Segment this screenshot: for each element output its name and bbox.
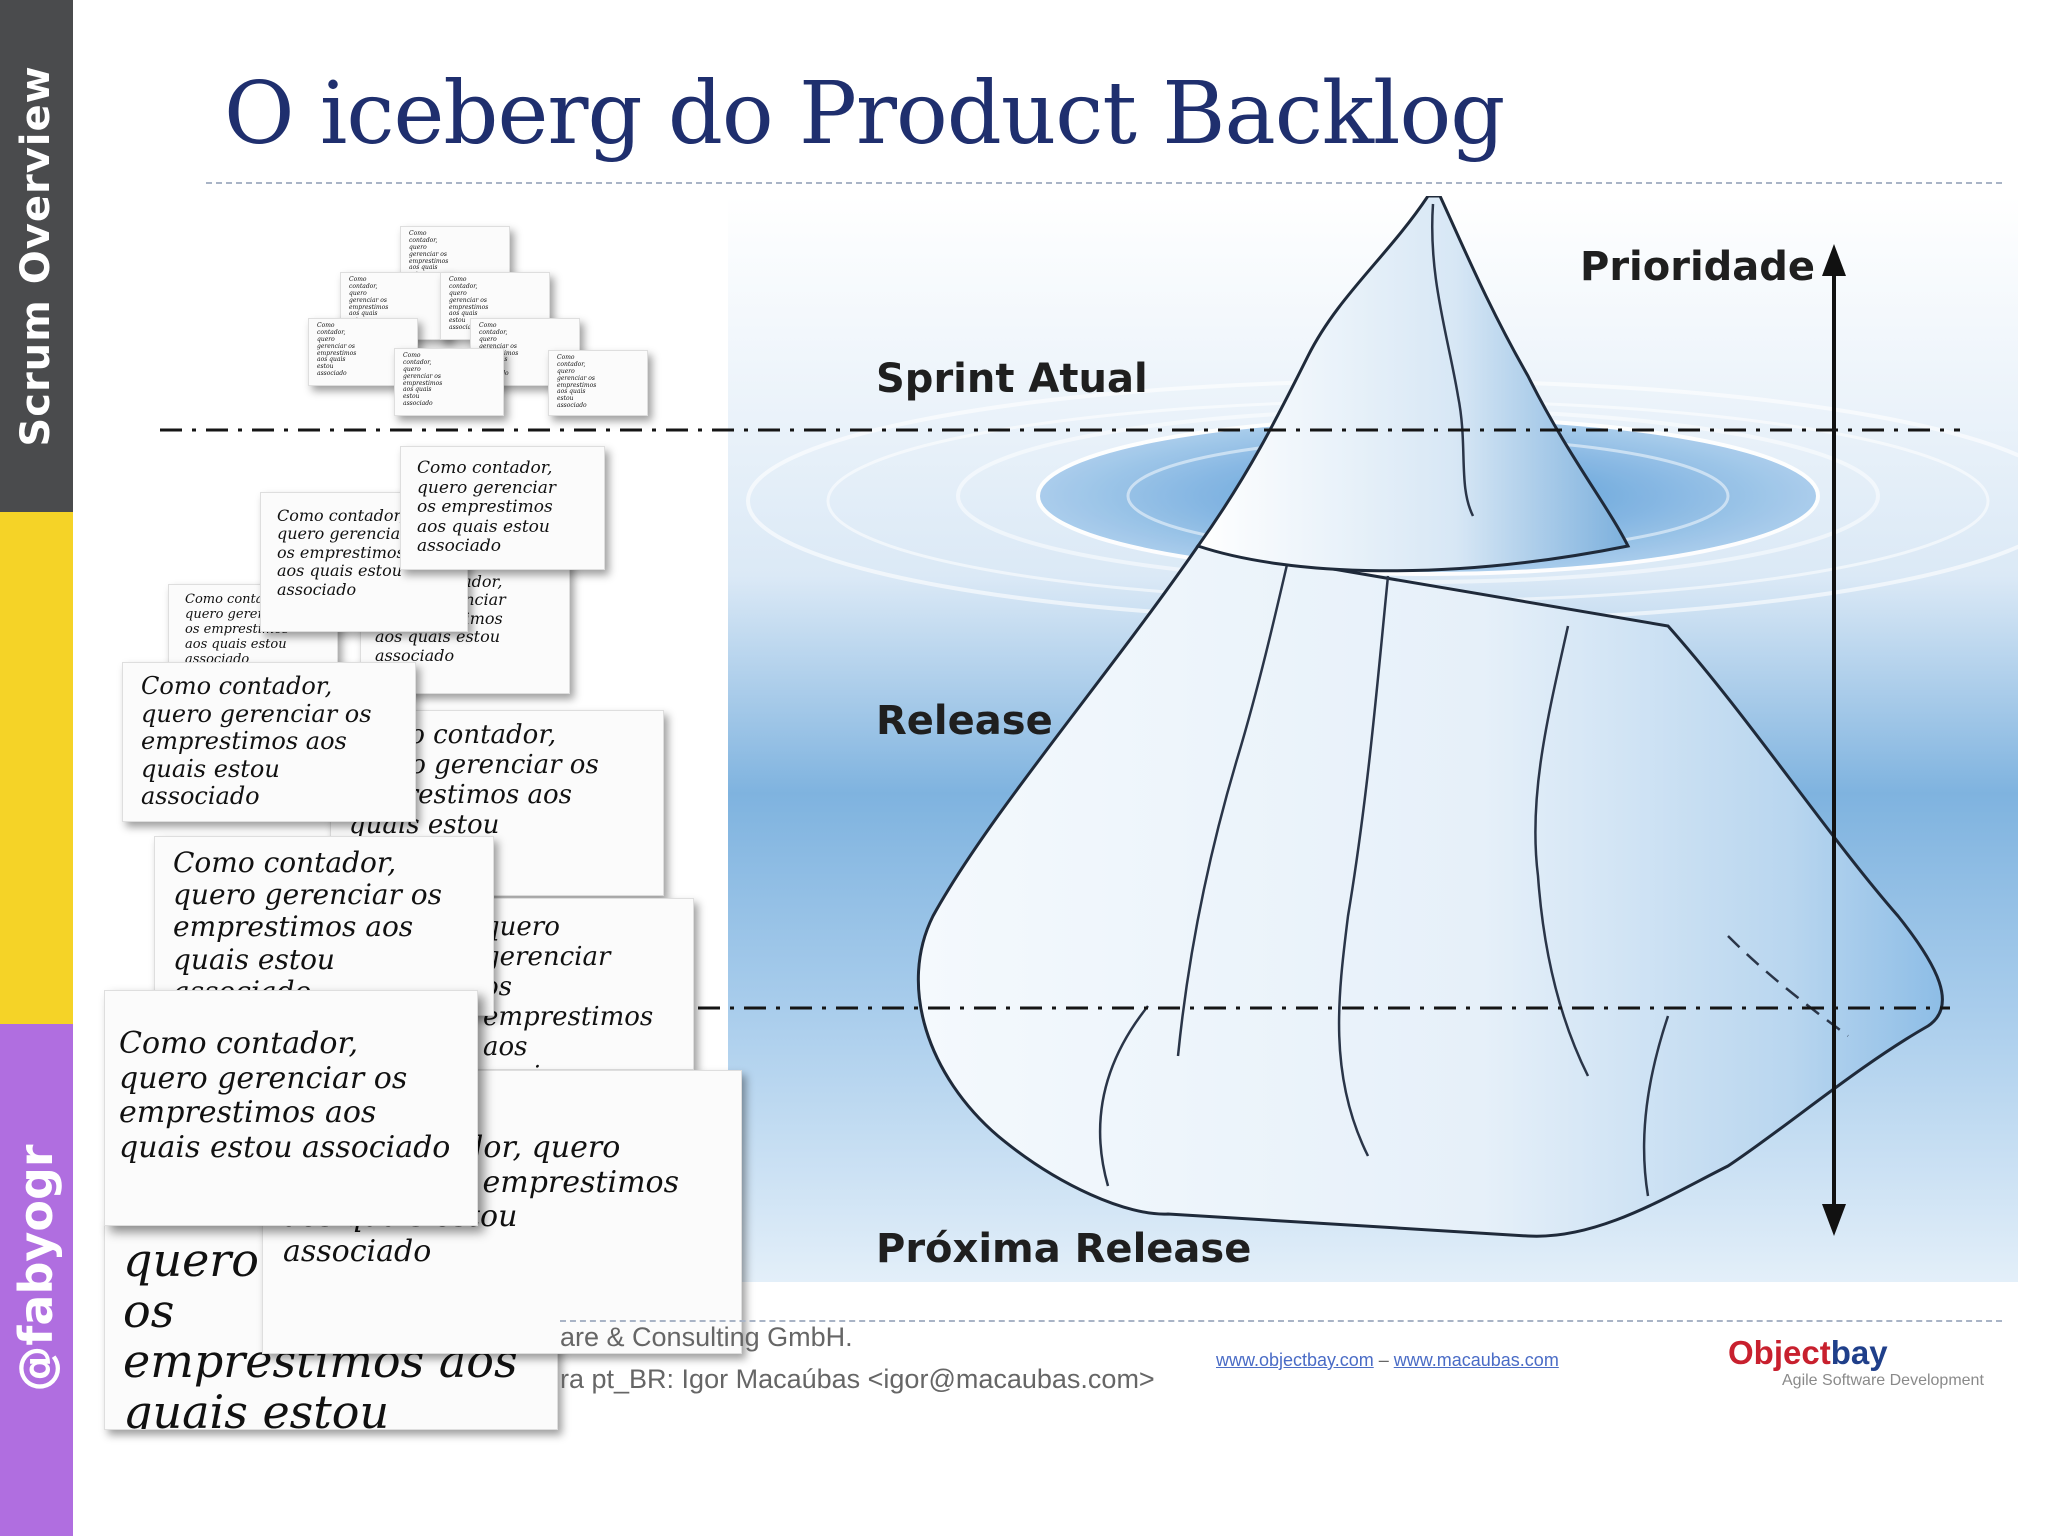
story-card-text: Como contador, quero gerenciar os empres… bbox=[449, 276, 489, 332]
footer-divider bbox=[560, 1320, 2002, 1322]
release-label: Release bbox=[876, 698, 1053, 744]
story-card: Como contador, quero gerenciar os empres… bbox=[154, 836, 494, 1016]
story-card-text: Como contador, quero gerenciar os empres… bbox=[403, 352, 443, 408]
sprint-boundary-line bbox=[160, 428, 1960, 432]
side-top-label: Scrum Overview bbox=[13, 65, 59, 447]
priority-label: Prioridade bbox=[1580, 244, 1816, 290]
objectbay-logo: Objectbay Agile Software Development bbox=[1728, 1334, 1984, 1390]
story-card-text: Como contador, quero gerenciar os empres… bbox=[317, 322, 357, 378]
story-card-text: Como contador, quero gerenciar os empres… bbox=[141, 672, 372, 811]
side-bar-yellow-segment bbox=[0, 512, 73, 1024]
story-card-text: Como contador, quero gerenciar os empres… bbox=[119, 1026, 451, 1165]
story-card-text: quero gerenciar os emprestimos aos quais… bbox=[483, 912, 654, 1069]
sprint-label: Sprint Atual bbox=[876, 356, 1148, 402]
footer-links: www.objectbay.com – www.macaubas.com bbox=[1216, 1350, 1559, 1371]
side-bar-gray-segment bbox=[0, 0, 73, 512]
story-card: Como contador, quero gerenciar os empres… bbox=[104, 990, 478, 1226]
slide-title: O iceberg do Product Backlog bbox=[224, 64, 1505, 164]
side-bar-purple-segment bbox=[0, 1024, 73, 1536]
story-card: Como contador, quero gerenciar os empres… bbox=[394, 348, 504, 416]
logo-part-object: Object bbox=[1728, 1334, 1831, 1371]
macaubas-link[interactable]: www.macaubas.com bbox=[1393, 1350, 1559, 1370]
objectbay-link[interactable]: www.objectbay.com bbox=[1216, 1350, 1374, 1370]
logo-tagline: Agile Software Development bbox=[1782, 1372, 1984, 1389]
story-card-text: Como contador, quero gerenciar os empres… bbox=[277, 506, 408, 599]
footer-copyright: are & Consulting GmbH. bbox=[560, 1322, 853, 1352]
next-release-label: Próxima Release bbox=[876, 1226, 1252, 1272]
logo-part-bay: bay bbox=[1830, 1334, 1888, 1371]
story-card: Como contador, quero gerenciar os empres… bbox=[548, 350, 648, 416]
story-card: Como contador, quero gerenciar os empres… bbox=[122, 662, 416, 822]
title-divider bbox=[206, 182, 2002, 184]
story-card-text: Como contador, quero gerenciar os empres… bbox=[173, 846, 442, 1007]
story-card-text: Como contador, quero gerenciar os empres… bbox=[557, 354, 597, 410]
side-color-bar: Scrum Overview @fabyogr bbox=[0, 0, 73, 1536]
side-bottom-label: @fabyogr bbox=[9, 1144, 63, 1392]
story-card-text: Como contador, quero gerenciar os empres… bbox=[417, 458, 556, 557]
story-card: Como contador, quero gerenciar os empres… bbox=[400, 446, 605, 570]
footer-translation-credit: ra pt_BR: Igor Macaúbas <igor@macaubas.c… bbox=[560, 1364, 1155, 1394]
iceberg-illustration bbox=[728, 196, 2018, 1282]
logo-wordmark: Objectbay bbox=[1728, 1334, 1984, 1372]
release-boundary-line bbox=[560, 1006, 1950, 1010]
link-separator: – bbox=[1373, 1350, 1394, 1370]
